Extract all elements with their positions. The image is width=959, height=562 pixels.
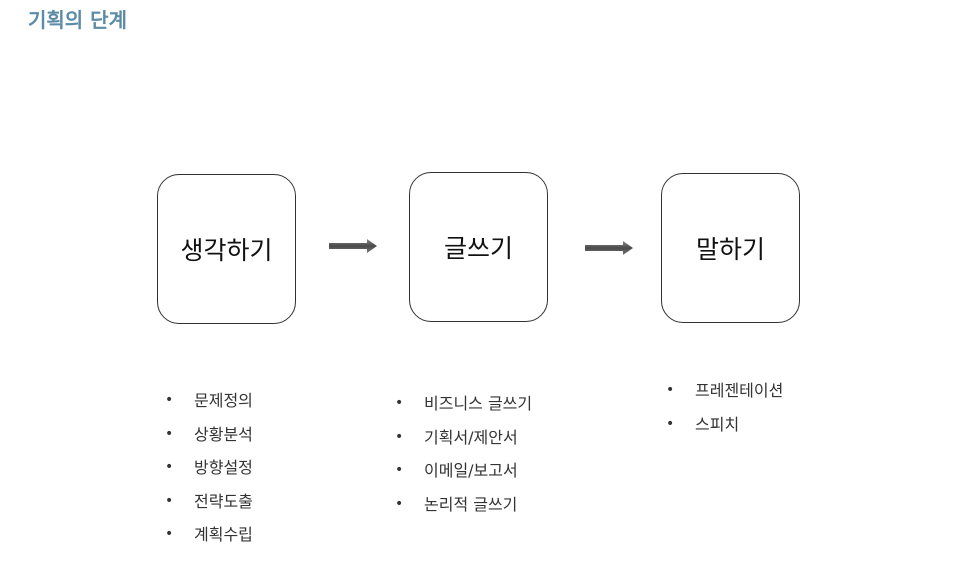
list-item: 상황분석 — [165, 418, 253, 452]
stage-box-thinking: 생각하기 — [157, 174, 296, 324]
speaking-item-list: 프레젠테이션 스피치 — [666, 374, 783, 441]
thinking-item-list: 문제정의 상황분석 방향설정 전략도출 계획수립 — [165, 384, 253, 552]
right-arrow-icon — [329, 239, 377, 253]
stage-label: 말하기 — [695, 235, 765, 264]
list-item: 문제정의 — [165, 384, 253, 418]
writing-item-list: 비즈니스 글쓰기 기획서/제안서 이메일/보고서 논리적 글쓰기 — [395, 387, 532, 521]
page-title: 기획의 단계 — [28, 8, 127, 32]
stage-label: 생각하기 — [180, 236, 273, 265]
stage-label: 글쓰기 — [443, 234, 513, 263]
stage-box-writing: 글쓰기 — [409, 172, 548, 322]
list-item: 스피치 — [666, 408, 783, 442]
list-item: 논리적 글쓰기 — [395, 488, 532, 522]
list-item: 계획수립 — [165, 518, 253, 552]
list-item: 이메일/보고서 — [395, 454, 532, 488]
list-item: 프레젠테이션 — [666, 374, 783, 408]
right-arrow-icon — [585, 241, 633, 255]
stage-box-speaking: 말하기 — [661, 173, 800, 323]
list-item: 비즈니스 글쓰기 — [395, 387, 532, 421]
list-item: 기획서/제안서 — [395, 421, 532, 455]
list-item: 전략도출 — [165, 485, 253, 519]
list-item: 방향설정 — [165, 451, 253, 485]
